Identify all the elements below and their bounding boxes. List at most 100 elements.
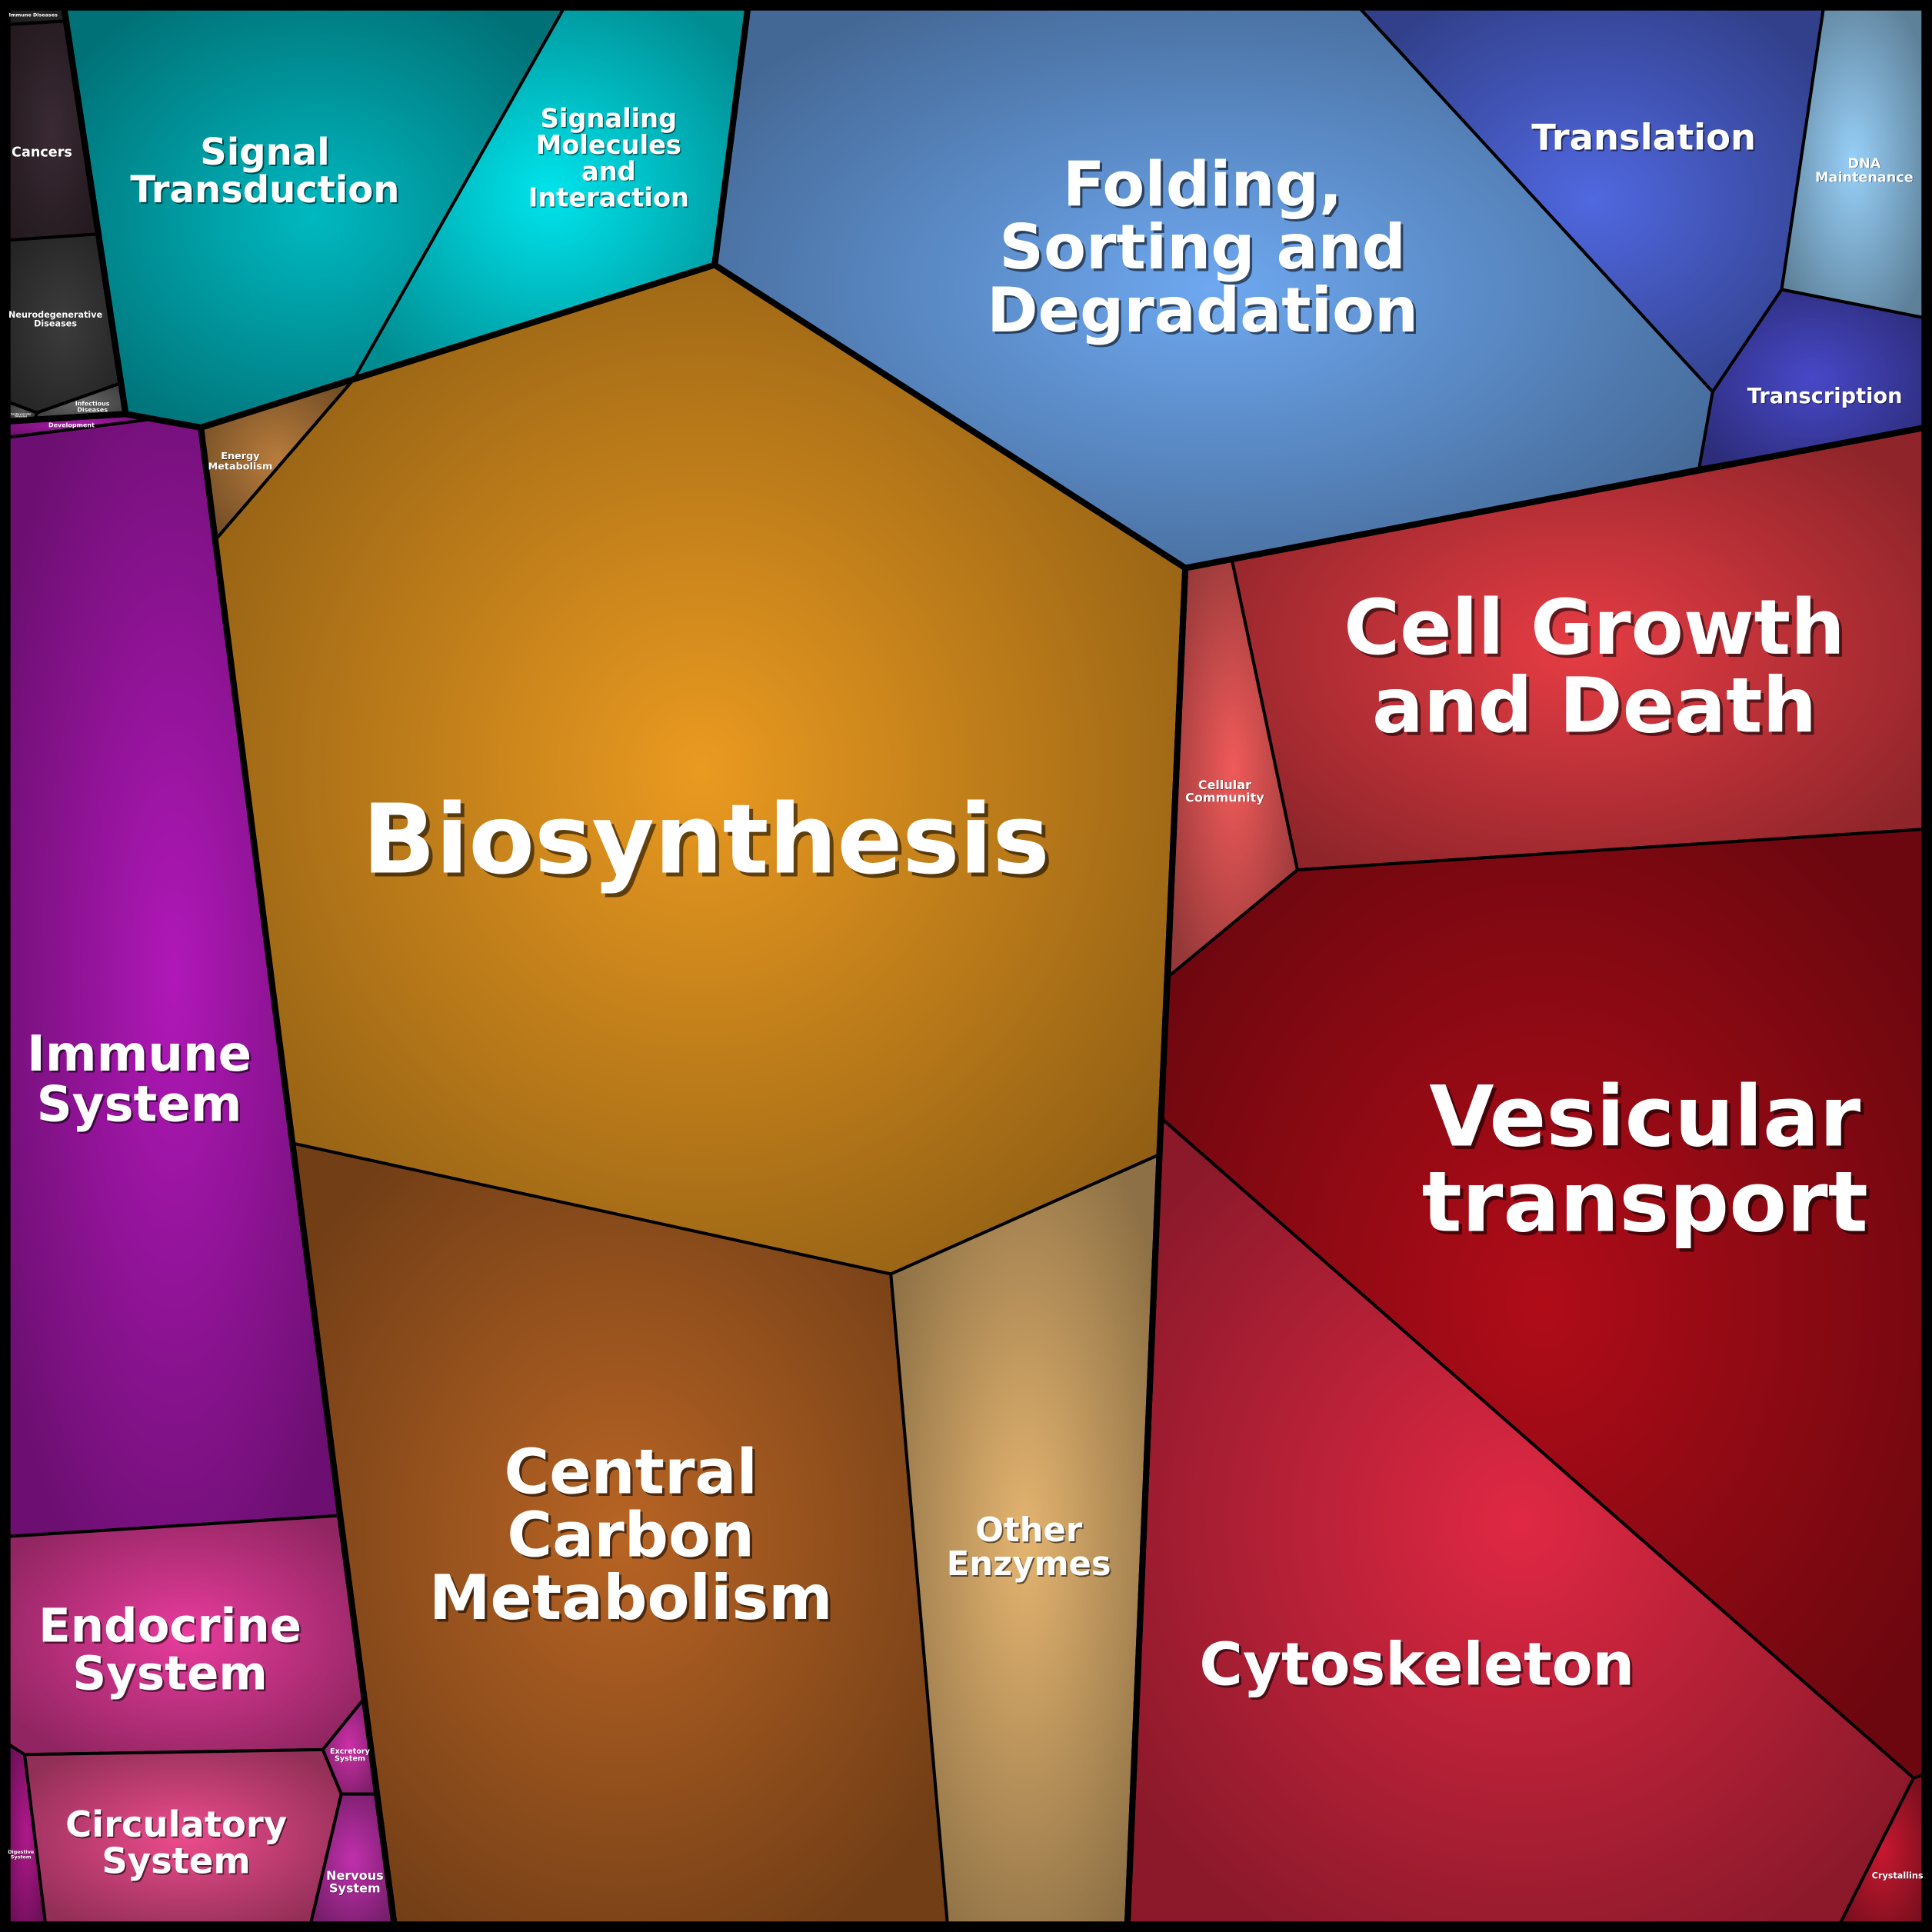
label-line: Central (507, 1439, 760, 1511)
development-label: Development (48, 422, 95, 429)
label-line: DNA (1848, 157, 1881, 172)
label-line: Energy (222, 451, 261, 463)
label-line: Transduction (130, 168, 399, 212)
label-line: Translation (1533, 118, 1757, 159)
label-line: and Death (1372, 662, 1817, 751)
label-line: Sorting and (1001, 214, 1408, 285)
label-line: Endocrine (41, 1601, 304, 1655)
label-line: Molecules (536, 130, 681, 160)
transcription-label: Transcription (1747, 385, 1903, 408)
label-line: Excretory (330, 1747, 371, 1756)
development-label-shadow: Development (48, 422, 95, 429)
label-line: Biosynthesis (366, 788, 1054, 899)
label-line: Cellular (1198, 778, 1251, 792)
label-line: Carbon (507, 1499, 754, 1571)
label-line: System (329, 1880, 381, 1895)
label-line: Cellular (1198, 778, 1251, 793)
label-line: Signal (202, 132, 331, 175)
label-line: System (102, 1840, 250, 1881)
outer-border (4, 4, 1928, 1928)
label-line: Degradation (989, 277, 1421, 348)
cytoskeleton-label-shadow: Cytoskeleton (1202, 1634, 1637, 1702)
label-line: Transcription (1747, 385, 1903, 408)
label-line: and (581, 156, 636, 186)
label-line: transport (1422, 1154, 1868, 1251)
label-line: Endocrine (38, 1598, 301, 1653)
label-line: Degradation (987, 275, 1418, 346)
label-line: Circulatory (67, 1805, 288, 1847)
label-line: Infectious (75, 400, 110, 407)
label-line: Neurodegenerative (8, 310, 103, 320)
label-line: Crystallins (1872, 1870, 1924, 1880)
label-line: Circulatory (65, 1804, 287, 1845)
label-line: Central (505, 1437, 758, 1508)
label-line: Diseases (77, 407, 108, 414)
immune-diseases-label: Immune Diseases (9, 12, 58, 18)
label-line: Diseases (34, 319, 77, 329)
label-line: Diseases (35, 319, 78, 329)
label-line: Digestive (8, 1849, 35, 1855)
label-line: Vesicular (1429, 1068, 1860, 1166)
label-line: Community (1186, 791, 1265, 805)
label-line: Diseases (15, 415, 27, 418)
label-line: Cancers (12, 145, 72, 160)
label-line: Biosynthesis (362, 784, 1050, 895)
label-line: DNA (1847, 156, 1880, 172)
label-line: Metabolism (208, 461, 273, 473)
cancers-label-shadow: Cancers (12, 145, 73, 161)
label-line: Immune Diseases (9, 12, 58, 18)
label-line: Digestive (8, 1849, 35, 1855)
label-line: Nervous (327, 1869, 385, 1884)
label-line: System (103, 1841, 251, 1883)
translation-label: Translation (1531, 117, 1756, 158)
transcription-label-shadow: Transcription (1748, 385, 1904, 409)
biosynthesis-label: Biosynthesis (362, 784, 1050, 895)
label-line: Interaction (528, 183, 689, 213)
label-line: Metabolism (431, 1564, 835, 1636)
label-line: Transcription (1748, 385, 1904, 409)
label-line: Excretory (330, 1747, 371, 1756)
label-line: Infectious (75, 401, 110, 408)
label-line: System (75, 1648, 270, 1703)
label-line: Molecules (537, 131, 682, 161)
label-line: Maintenance (1816, 171, 1914, 186)
label-line: Development (48, 422, 95, 429)
crystallins-label: Crystallins (1872, 1870, 1924, 1880)
label-line: Enzymes (947, 1545, 1111, 1584)
label-line: Cytoskeleton (1202, 1634, 1637, 1702)
label-line: Vesicular (1433, 1071, 1864, 1169)
label-line: Signaling (541, 105, 678, 135)
label-line: System (335, 1755, 365, 1764)
label-line: Other (975, 1511, 1083, 1550)
label-line: Interaction (529, 184, 690, 214)
label-line: Nervous (326, 1868, 384, 1883)
label-line: Energy (221, 451, 260, 462)
label-line: Cardiovascular (11, 413, 32, 416)
label-line: Community (1185, 790, 1264, 804)
crystallins-label-shadow: Crystallins (1872, 1871, 1924, 1881)
label-line: System (11, 1854, 32, 1860)
